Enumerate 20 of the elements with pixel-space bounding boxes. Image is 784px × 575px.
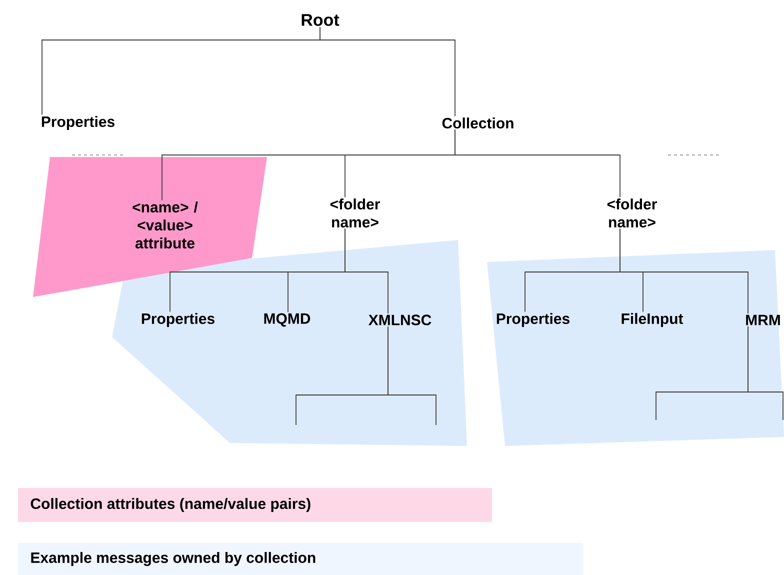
tree-label: Properties [42, 116, 114, 130]
tree-connector [454, 129, 620, 198]
tree-label: <folder name> [330, 198, 380, 228]
tree-label: XMLNSC [368, 314, 432, 326]
tree-label: MQMD [264, 313, 310, 327]
tree-connector [344, 228, 388, 314]
legend-item: Example messages owned by collection [18, 543, 583, 575]
tree-label: Collection [442, 118, 514, 128]
tree-connector [388, 326, 436, 426]
tree-label: MRM [746, 314, 780, 326]
legend-item: Collection attributes (name/value pairs) [18, 488, 492, 522]
tree-connector [620, 228, 748, 314]
tree-label: Root [302, 14, 340, 26]
tree-connector [320, 26, 456, 117]
tree-connector [748, 326, 784, 420]
tree-label: Properties [496, 313, 570, 327]
message-panel [487, 250, 784, 446]
tree-label: Properties [142, 313, 214, 327]
tree-label: <folder name> [607, 198, 657, 228]
tree-label: FileInput [622, 313, 684, 327]
